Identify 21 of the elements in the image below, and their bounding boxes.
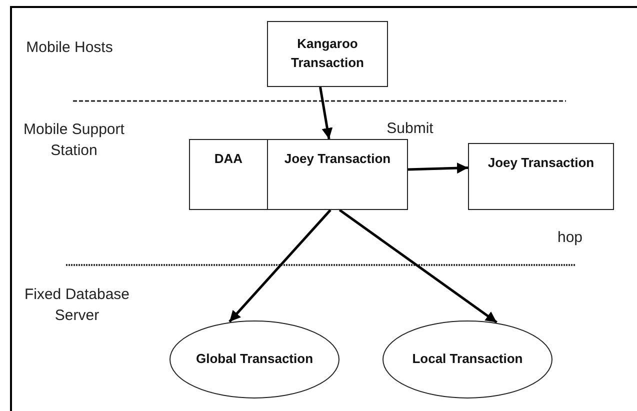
transaction-box (267, 139, 408, 210)
tier-label: Fixed Database Server (23, 285, 131, 326)
node-text: Kangaroo Transaction (290, 35, 365, 72)
tier-label: Mobile Support Station (22, 120, 126, 161)
node-text: Local Transaction (411, 350, 524, 368)
node-text: DAA (213, 150, 244, 168)
transaction-ellipse (169, 320, 340, 399)
arrow (338, 208, 498, 324)
node-text: Joey Transaction (486, 154, 596, 172)
transaction-box (267, 21, 388, 87)
annotation-text: Submit (386, 119, 434, 139)
arrow (228, 209, 332, 323)
transaction-ellipse (382, 320, 553, 399)
arrow (408, 162, 468, 174)
node-text: Joey Transaction (283, 150, 392, 168)
tier-label: Mobile Hosts (25, 38, 114, 58)
arrow (319, 86, 333, 140)
annotation-text: hop (556, 228, 584, 248)
transaction-box (189, 139, 268, 210)
transaction-box (468, 143, 614, 210)
node-text: Global Transaction (194, 350, 314, 368)
